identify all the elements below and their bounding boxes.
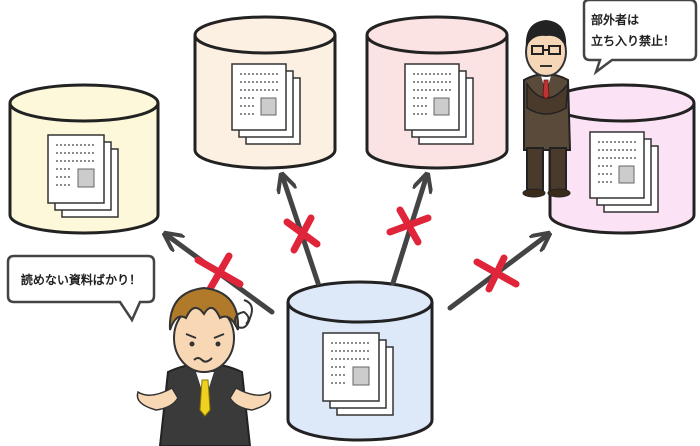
speech-bubble-left: 読めない資料ばかり！ xyxy=(6,254,156,323)
right-bubble-line1: 部外者は xyxy=(591,12,639,27)
database-pink xyxy=(365,15,509,170)
cross-mark-icon xyxy=(194,252,244,293)
right-bubble-line2: 立ち入り禁止！ xyxy=(591,33,675,48)
database-blue xyxy=(286,280,434,442)
guard-man-icon xyxy=(522,20,572,198)
left-bubble-text: 読めない資料ばかり！ xyxy=(21,272,141,287)
document-stack-icon xyxy=(404,63,474,145)
document-stack-icon xyxy=(589,131,659,213)
document-stack-icon xyxy=(231,63,301,145)
database-peach xyxy=(193,15,337,170)
cross-mark-icon xyxy=(473,254,520,293)
confused-man-icon xyxy=(136,286,272,446)
speech-bubble-right: 部外者は 立ち入り禁止！ xyxy=(582,0,698,76)
cross-mark-icon xyxy=(283,214,321,254)
database-lilac xyxy=(548,83,696,235)
cross-mark-icon xyxy=(386,206,432,246)
document-stack-icon xyxy=(322,332,394,416)
database-yellow xyxy=(8,83,160,235)
document-stack-icon xyxy=(47,134,119,218)
